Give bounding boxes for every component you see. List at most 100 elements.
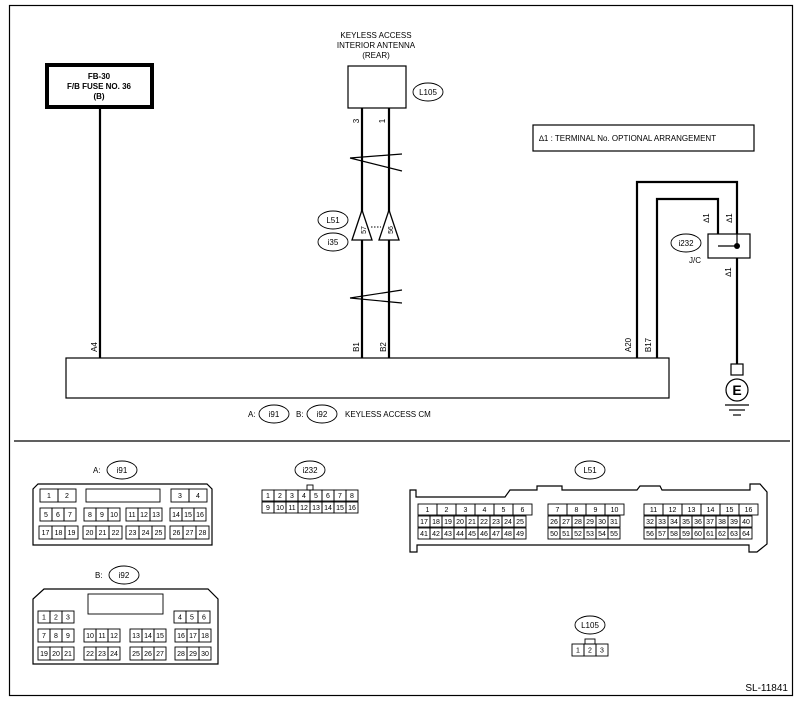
fuse-box: FB-30 F/B FUSE NO. 36 (B) [45,63,154,109]
connector-L51-pin-cell [739,527,753,540]
connector-L51-pin: 18 [432,519,440,526]
connector-L51-pin: 20 [456,519,464,526]
connector-i92-pin: 2 [54,615,58,622]
connector-i91-pin: 8 [88,512,92,519]
connector-i91-pin: 1 [47,493,51,500]
junction-star-c: ∆1 [724,267,733,277]
note-box [532,124,755,152]
connector-i92-pin: 9 [66,633,70,640]
connector-L51-pin: 37 [706,519,714,526]
connector-i91-pin: 12 [140,512,148,519]
connector-i92-pin-cell [153,646,167,661]
connector-L51-pin: 44 [456,531,464,538]
connector-L51-pin: 15 [726,507,734,514]
connector-i92-pin-cell [197,610,211,624]
connector-i232-badge [294,460,326,480]
junction-connector: i232 J/C ∆1 ∆1 ∆1 [670,213,751,277]
connector-L51-pin-cell [739,515,753,528]
connector-i92-pin: 29 [189,651,197,658]
connector-i92-pin-cell [198,646,212,661]
connector-i92-pin-cell [107,646,121,661]
connector-L51-pin: 47 [492,531,500,538]
connector-L105-pin: 1 [576,648,580,655]
connector-L51-pin: 23 [492,519,500,526]
connector-L51-pin: 50 [550,531,558,538]
connector-i232-pin: 10 [276,505,284,512]
connector-i232-pin: 16 [348,505,356,512]
connector-L51-pin: 61 [706,531,714,538]
connector-i92-latch [87,593,164,615]
connector-i92-pin: 25 [132,651,140,658]
twist-mark-upper [349,153,403,172]
module-conn-a-badge [258,404,290,424]
connector-i92-pin-cell [61,610,75,624]
connector-i92-pin: 15 [156,633,164,640]
connector-i92-pin-cell [198,628,212,643]
connector-i91-pin: 10 [110,512,118,519]
connector-i92-housing [32,588,219,665]
connector-i92-pin: 11 [98,633,105,640]
connector-L51-pin: 16 [745,507,753,514]
connector-i91-pin: 27 [186,530,194,537]
module-conn-b-badge [306,404,338,424]
connector-i91-pin-cell [193,507,207,522]
connector-L51-pin: 55 [610,531,618,538]
connector-L51-housing [409,483,768,553]
connector-L51-pin: 58 [670,531,678,538]
outer-frame [8,4,794,697]
ground-circle [725,378,749,402]
module-name: KEYLESS ACCESS CM [345,410,431,419]
connector-L51-pin: 59 [682,531,690,538]
connector-L51-pin: 56 [646,531,654,538]
connector-L51-pin: 7 [556,507,560,514]
connector-i91-pin: 18 [55,530,63,537]
connector-i92-pin: 26 [144,651,152,658]
fuse-label-line3: (B) [93,92,104,101]
connector-L51-pin: 48 [504,531,512,538]
connector-i92-pin-cell [153,628,167,643]
connector-L51-pin: 33 [658,519,666,526]
connector-L105-label: L105 [581,621,599,630]
connector-L51-pin: 1 [426,507,430,514]
pin-a20: A20 [624,337,633,352]
connector-L51-pin: 29 [586,519,594,526]
connector-L51-pin: 19 [444,519,452,526]
connector-i91-pin: 28 [199,530,207,537]
connector-L105-pin: 3 [600,648,604,655]
connector-L51-pin: 2 [445,507,449,514]
connector-i91-pin-cell [64,525,79,540]
connector-i92-pin: 10 [86,633,94,640]
connector-L51-pin-cell [738,503,759,516]
connector-i232-pin: 4 [302,493,306,500]
connector-L51-pin: 54 [598,531,606,538]
connector-L51-pin: 9 [594,507,598,514]
connector-i232-pin: 13 [312,505,320,512]
connector-i92-pin: 19 [40,651,48,658]
connector-i92-pin: 18 [201,633,209,640]
connector-i232-pin-cell [345,489,359,502]
connector-i92-pin: 5 [190,615,194,622]
connector-i92-pin: 6 [202,615,206,622]
antenna-pin-left: 3 [352,118,361,123]
connector-L51-pin-cell [512,503,533,516]
connector-i91-latch [85,488,161,503]
connector-L51-pin: 34 [670,519,678,526]
connector-i92-pin: 23 [98,651,106,658]
antenna-pin-right: 1 [378,118,387,123]
connector-L51-pin: 8 [575,507,579,514]
connector-L51-pin: 60 [694,531,702,538]
connector-L51-pin: 57 [658,531,666,538]
pin-b1: B1 [352,342,361,352]
connector-i92-pin-cell [107,628,121,643]
connector-i91-pin: 6 [56,512,60,519]
connector-L51-pin: 45 [468,531,476,538]
connector-i232-pin: 15 [336,505,344,512]
connector-i92-pin: 7 [42,633,46,640]
joint-triangle-right [378,207,400,241]
connector-i91-pin: 21 [99,530,107,537]
connector-L51-pin: 40 [742,519,750,526]
connector-i91-pin: 11 [128,512,135,519]
connector-i91-pin: 15 [184,512,192,519]
connector-i92-pin: 8 [54,633,58,640]
twist-mark-lower [349,289,403,304]
